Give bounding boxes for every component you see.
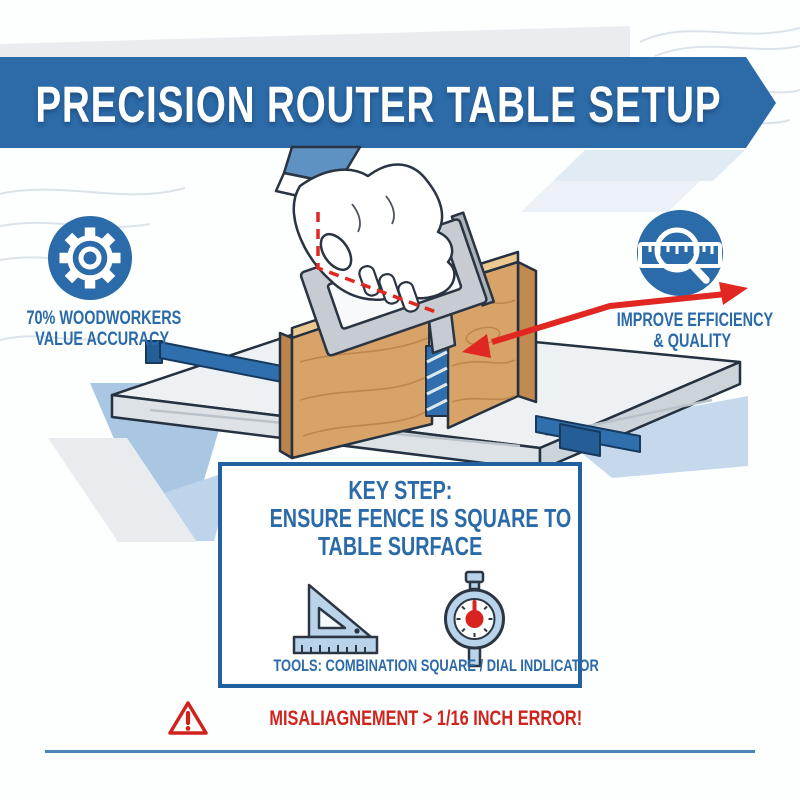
warning-triangle-icon — [168, 701, 208, 735]
title-banner: PRECISION ROUTER TABLE SETUP — [0, 60, 756, 148]
stat-right-line2: & QUALITY — [653, 331, 731, 352]
bottom-rule — [45, 750, 755, 753]
double-arrow-icon — [462, 282, 748, 358]
hand — [274, 145, 456, 313]
stat-left-line2: VALUE ACCURACY — [35, 329, 169, 350]
gray-parallelogram — [48, 438, 197, 542]
router-table-illustration — [110, 145, 748, 472]
magnifier-ruler-icon — [637, 210, 723, 296]
dial-indicator-icon — [444, 570, 505, 668]
speed-square-icon — [292, 583, 379, 655]
gray-band — [0, 26, 630, 57]
pale-band-1 — [553, 150, 745, 181]
stat-right: IMPROVE EFFICIENCY & QUALITY — [592, 310, 792, 352]
key-step-heading-3: TABLE SURFACE — [317, 531, 483, 561]
key-step-box: KEY STEP: ENSURE FENCE IS SQUARE TO TABL… — [218, 462, 599, 688]
blue-band-right — [556, 396, 748, 478]
page-title: PRECISION ROUTER TABLE SETUP — [35, 75, 721, 133]
stat-left: 70% WOODWORKERS VALUE ACCURACY — [2, 308, 202, 350]
key-step-heading-1: KEY STEP: — [348, 475, 452, 505]
pale-band-2 — [521, 181, 700, 212]
title-banner-ribbon — [0, 57, 776, 148]
gear-icon — [48, 216, 132, 300]
stat-left-line1: 70% WOODWORKERS — [26, 308, 182, 329]
square-check-dashed-line — [316, 212, 437, 314]
key-step-heading-2: ENSURE FENCE IS SQUARE TO — [269, 503, 572, 533]
warning-text: MISALIAGNEMENT > 1/16 INCH ERROR! — [269, 705, 583, 730]
stat-right-line1: IMPROVE EFFICIENCY — [616, 310, 774, 331]
warning-row: MISALIAGNEMENT > 1/16 INCH ERROR! — [0, 700, 800, 736]
tools-label: TOOLS: COMBINATION SQUARE / DIAL INDLICA… — [273, 656, 599, 675]
